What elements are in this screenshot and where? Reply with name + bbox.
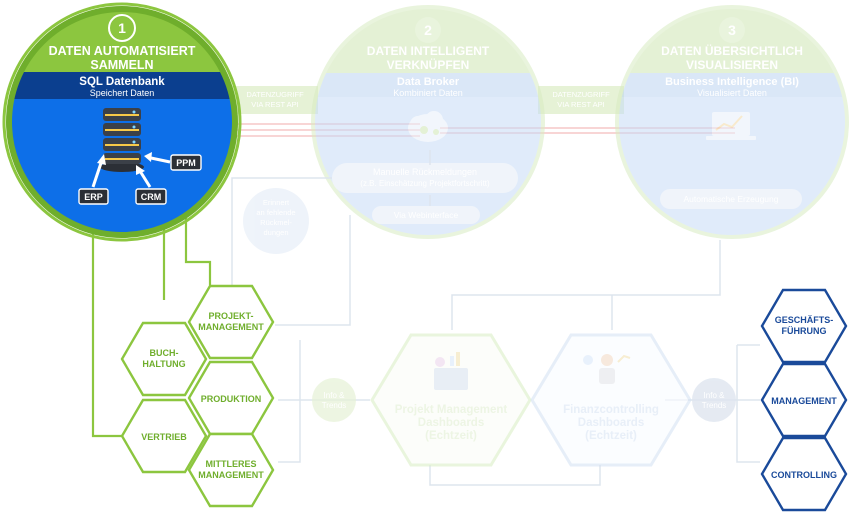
- dashboard-fc-line3: (Echtzeit): [585, 430, 637, 442]
- step-3-title-line2: VISUALISIEREN: [686, 58, 778, 72]
- reminder-line2: an fehlende: [256, 208, 295, 217]
- step-1-title-line2: SAMMELN: [90, 58, 153, 72]
- step-3-number: 3: [728, 22, 736, 38]
- hex-vertrieb: [120, 398, 208, 474]
- source-erp-label: ERP: [84, 192, 103, 202]
- database-server-icon: [100, 108, 144, 172]
- dashboard-chart-icon: [434, 352, 468, 390]
- dept-buchhaltung-line2: HALTUNG: [142, 359, 185, 369]
- step-1-circle: 1 DATEN AUTOMATISIERT SAMMELN SQL Datenb…: [2, 2, 242, 242]
- step-3-band-subtitle: Visualisiert Daten: [697, 88, 767, 98]
- hex-projekt-management: [187, 284, 275, 360]
- dept-buchhaltung-line1: BUCH-: [150, 348, 179, 358]
- source-ppm-label: PPM: [176, 158, 196, 168]
- step-2-band-title: Data Broker: [397, 76, 460, 88]
- step-2-number: 2: [424, 22, 432, 38]
- step-2-circle: 2 DATEN INTELLIGENT VERKNÜPFEN Data Brok…: [311, 5, 545, 239]
- finance-person-icon: [583, 354, 631, 384]
- info-2-line1: Info &: [704, 391, 726, 400]
- dept-vertrieb: VERTRIEB: [141, 432, 187, 442]
- leadership-labels: GESCHÄFTS- FÜHRUNG MANAGEMENT CONTROLLIN…: [771, 315, 837, 480]
- lead-gf-line2: FÜHRUNG: [782, 326, 827, 336]
- dashboard-pm-line1: Projekt Management: [395, 404, 508, 416]
- reminder-line1: Erinnert: [263, 198, 290, 207]
- step-1-band-title: SQL Datenbank: [79, 76, 165, 88]
- source-crm-label: CRM: [141, 192, 162, 202]
- info-trends-bubble-2: Info & Trends: [692, 378, 736, 422]
- step-1-band-subtitle: Speichert Daten: [90, 88, 155, 98]
- reminder-line3: Rückmel-: [260, 218, 292, 227]
- dashboard-fc-line2: Dashboards: [578, 417, 644, 429]
- connector-1-line2: VIA REST API: [251, 100, 298, 109]
- department-hexagons: [120, 284, 275, 508]
- laptop-chart-icon: [706, 112, 756, 140]
- dept-produktion: PRODUKTION: [201, 394, 262, 404]
- manual-feedback-line2: (z.B. Einschätzung Projektfortschritt): [360, 179, 490, 188]
- info-trends-bubble-1: Info & Trends: [312, 378, 356, 422]
- dashboard-project-management: Projekt Management Dashboards (Echtzeit): [370, 333, 532, 467]
- hex-buchhaltung: [120, 321, 208, 397]
- leadership-hexagons: [760, 288, 848, 512]
- info-1-line1: Info &: [324, 391, 346, 400]
- dashboard-fc-line1: Finanzcontrolling: [563, 404, 659, 416]
- department-labels: PROJEKT- MANAGEMENT BUCH- HALTUNG PRODUK…: [141, 311, 264, 480]
- step-1-number: 1: [118, 20, 126, 36]
- auto-generation-label: Automatische Erzeugung: [684, 194, 779, 204]
- step-2-title-line2: VERKNÜPFEN: [387, 57, 470, 72]
- source-badge-ppm: PPM: [170, 154, 202, 171]
- reminder-bubble: Erinnert an fehlende Rückmel- dungen: [243, 188, 309, 254]
- step-3-band-title: Business Intelligence (BI): [665, 76, 799, 88]
- dashboard-pm-line3: (Echtzeit): [425, 430, 477, 442]
- web-interface-label: Via Webinterface: [394, 210, 459, 220]
- connector-1-line1: DATENZUGRIFF: [246, 90, 304, 99]
- dept-projekt-line1: PROJEKT-: [208, 311, 253, 321]
- dept-mittleres-line1: MITTLERES: [206, 459, 257, 469]
- dept-mittleres-line2: MANAGEMENT: [198, 470, 264, 480]
- cloud-gears-icon: [408, 111, 448, 142]
- connector-band-2: DATENZUGRIFF VIA REST API: [538, 86, 624, 114]
- hex-mittleres-management: [187, 432, 275, 508]
- step-2-band-subtitle: Kombiniert Daten: [393, 88, 463, 98]
- step-3-circle: 3 DATEN ÜBERSICHTLICH VISUALISIEREN Busi…: [615, 5, 849, 239]
- connector-2-line1: DATENZUGRIFF: [552, 90, 610, 99]
- manual-feedback-line1: Manuelle Rückmeldungen: [373, 167, 477, 177]
- hex-geschaeftsfuehrung: [760, 288, 848, 364]
- source-badge-erp: ERP: [78, 188, 109, 205]
- dashboard-finance-controlling: Finanzcontrolling Dashboards (Echtzeit): [530, 333, 692, 467]
- connector-band-1: DATENZUGRIFF VIA REST API: [232, 86, 318, 114]
- step-3-title-line1: DATEN ÜBERSICHTLICH: [661, 43, 803, 58]
- dashboard-pm-line2: Dashboards: [418, 417, 484, 429]
- faded-connection-lines: [231, 150, 760, 486]
- step-1-number-badge: 1: [108, 14, 136, 42]
- hex-management: [760, 362, 848, 438]
- lead-management: MANAGEMENT: [771, 396, 837, 406]
- step-1-title-line1: DATEN AUTOMATISIERT: [49, 44, 196, 58]
- reminder-line4: dungen: [263, 228, 288, 237]
- source-badge-crm: CRM: [135, 188, 167, 205]
- info-2-line2: Trends: [702, 401, 727, 410]
- hex-controlling: [760, 436, 848, 512]
- source-arrows: [91, 152, 171, 188]
- lead-gf-line1: GESCHÄFTS-: [775, 315, 834, 325]
- step-2-title-line1: DATEN INTELLIGENT: [367, 44, 490, 58]
- info-1-line2: Trends: [322, 401, 347, 410]
- connector-2-line2: VIA REST API: [557, 100, 604, 109]
- dept-projekt-line2: MANAGEMENT: [198, 322, 264, 332]
- lead-controlling: CONTROLLING: [771, 470, 837, 480]
